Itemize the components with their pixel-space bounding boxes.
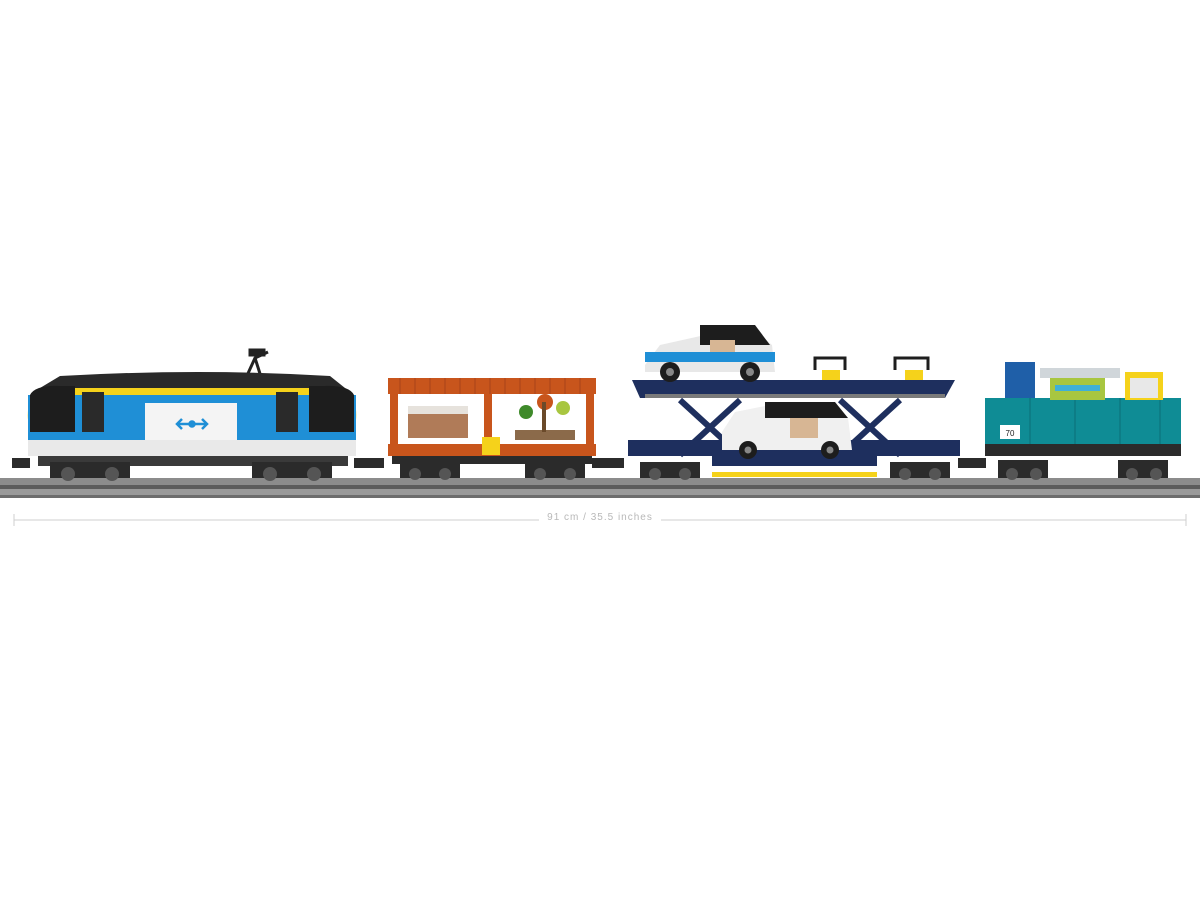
locomotive-logo [175, 418, 209, 430]
container-wagon: 70 [985, 362, 1181, 480]
dimension-label-text: 91 cm / 35.5 inches [539, 512, 661, 523]
car-transporter-wagon [628, 325, 986, 480]
lower-car [722, 402, 852, 459]
locomotive-bogies [50, 462, 332, 481]
upper-car [645, 325, 775, 382]
plant-cargo [515, 394, 575, 440]
container-number: 70 [1006, 429, 1015, 438]
dimension-label: 91 cm / 35.5 inches [0, 512, 1200, 523]
rail-track [0, 478, 1200, 498]
box-wagon [388, 378, 624, 480]
locomotive [12, 348, 384, 481]
